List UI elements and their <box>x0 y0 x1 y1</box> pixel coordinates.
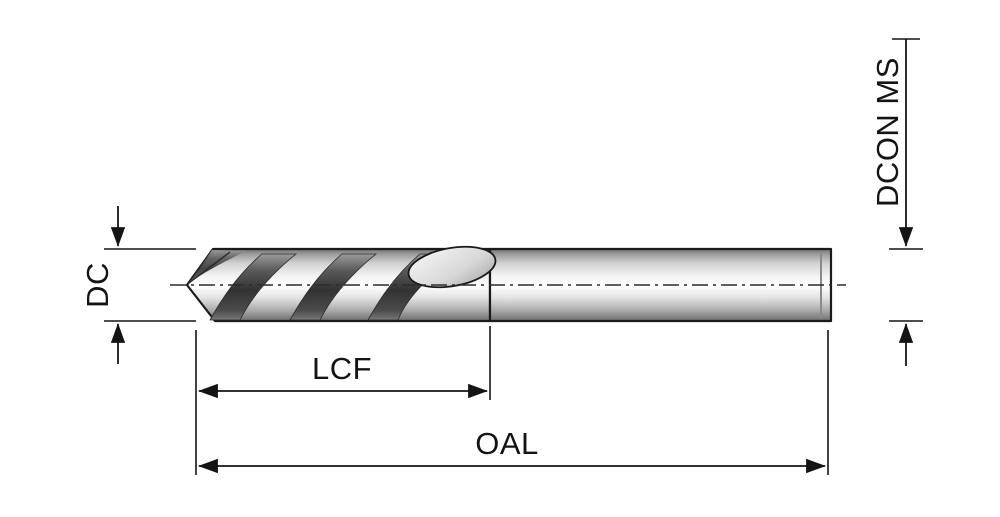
drill-cutting-edge <box>188 251 231 284</box>
flute-runout <box>407 245 497 289</box>
dcon-ms-label: DCON MS <box>870 57 905 207</box>
lcf-label: LCF <box>312 351 372 386</box>
flute-band <box>289 253 378 321</box>
flute-band <box>209 253 298 321</box>
dimension-oal: OAL <box>198 330 829 475</box>
dimension-dcon-ms: DCON MS <box>870 38 923 366</box>
dc-label: DC <box>80 262 115 308</box>
dimension-dc: DC <box>80 206 196 364</box>
drill <box>170 245 846 323</box>
drill-tip-face <box>188 250 246 284</box>
dimension-lcf: LCF <box>195 326 491 475</box>
oal-label: OAL <box>475 426 539 461</box>
